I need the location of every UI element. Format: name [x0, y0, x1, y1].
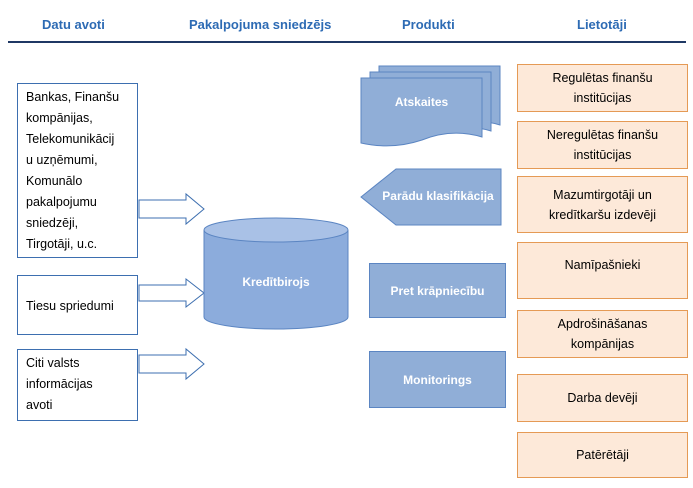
- user-box-retailers-card-issuers: Mazumtirgotāji un kredītkaršu izdevēji: [517, 176, 688, 233]
- source-box-court-rulings: Tiesu spriedumi: [17, 275, 138, 335]
- user-label-landlords: Namīpašnieki: [564, 258, 641, 272]
- user-label-regulated-finance: Regulētas finanšu institūcijas: [552, 71, 653, 105]
- user-box-insurance: Apdrošināšanas kompānijas: [517, 310, 688, 358]
- user-box-unregulated-finance: Neregulētas finanšu institūcijas: [517, 121, 688, 169]
- product-anti-fraud-label: Pret krāpniecību: [390, 283, 485, 298]
- user-label-retailers-card-issuers: Mazumtirgotāji un kredītkaršu izdevēji: [549, 187, 656, 222]
- product-anti-fraud-box: Pret krāpniecību: [369, 263, 506, 318]
- header-products: Produkti: [402, 17, 455, 32]
- user-box-regulated-finance: Regulētas finanšu institūcijas: [517, 64, 688, 112]
- arrow-state-to-bureau: [138, 347, 205, 381]
- product-reports-label: Atskaites: [394, 95, 449, 109]
- user-box-landlords: Namīpašnieki: [517, 242, 688, 299]
- user-label-insurance: Apdrošināšanas kompānijas: [557, 317, 648, 351]
- header-users: Lietotāji: [577, 17, 627, 32]
- source-box-state-info: Citi valsts informācijas avoti: [17, 349, 138, 421]
- user-box-consumers: Patērētāji: [517, 432, 688, 478]
- credit-bureau-cylinder: [203, 217, 349, 330]
- product-monitoring-box: Monitorings: [369, 351, 506, 408]
- product-debt-classification-label: Parādu klasifikācija: [382, 189, 494, 203]
- arrow-court-to-bureau: [138, 277, 205, 309]
- debt-classification-shape: [360, 168, 502, 226]
- user-label-employers: Darba devēji: [567, 391, 638, 405]
- source-label-state-info: Citi valsts informācijas avoti: [26, 356, 93, 412]
- user-box-employers: Darba devēji: [517, 374, 688, 422]
- header-data-sources: Datu avoti: [42, 17, 105, 32]
- header-service-provider: Pakalpojuma sniedzējs: [189, 17, 332, 32]
- product-monitoring-label: Monitorings: [403, 372, 472, 387]
- source-label-court-rulings: Tiesu spriedumi: [26, 299, 114, 313]
- source-box-institutions: Bankas, Finanšu kompānijas, Telekomunikā…: [17, 83, 138, 258]
- header-divider: [8, 41, 686, 43]
- arrow-institutions-to-bureau: [138, 192, 205, 226]
- reports-document-stack: [360, 65, 501, 147]
- user-label-unregulated-finance: Neregulētas finanšu institūcijas: [546, 128, 659, 162]
- credit-bureau-label: Kredītbirojs: [242, 275, 310, 289]
- source-label-institutions: Bankas, Finanšu kompānijas, Telekomunikā…: [26, 90, 120, 251]
- user-label-consumers: Patērētāji: [576, 448, 629, 462]
